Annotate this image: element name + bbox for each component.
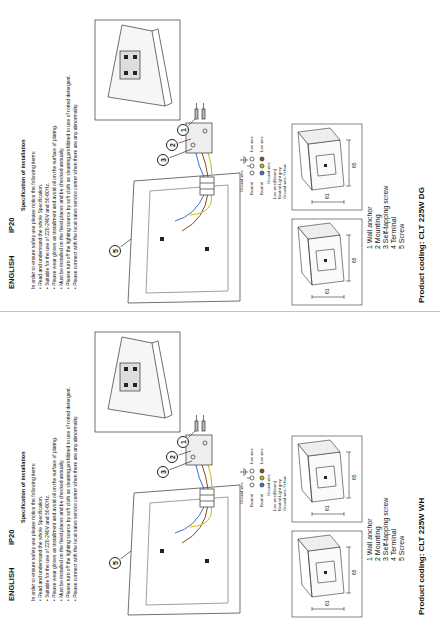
instruction-text: In order to ensure safety use please not… — [31, 463, 37, 601]
wire-colour: Neutral-Light grey — [278, 479, 282, 511]
ip-rating: IP20 — [8, 530, 16, 545]
instruction-item: • Read and understand the whole Specific… — [38, 184, 44, 289]
wire-colour: Ground wire-Yellow — [283, 164, 287, 199]
callout-circle: 1 — [177, 436, 189, 448]
callout-circle: 1 — [177, 124, 189, 136]
instruction-item: • Suitable for the use of 220-240V and 5… — [45, 183, 51, 289]
product-code: Product coding: CLT 225W DG — [418, 187, 427, 303]
dimension: 65 — [352, 474, 358, 480]
wire-label: Live wire — [260, 448, 264, 464]
wire-label: Neutral — [260, 494, 264, 507]
wire-label: Neutral — [250, 182, 254, 195]
instruction-item: • Please connect with the local sales se… — [73, 103, 79, 289]
wire-colour: Line wire(Brown) — [273, 169, 277, 199]
wire-label: Ground wire — [240, 170, 244, 192]
part-name: 2 Mounting — [374, 526, 382, 561]
section-heading: Specification of installation — [20, 451, 26, 523]
part-name: 5 Screw — [398, 224, 406, 249]
wire-label: Ground wire — [240, 482, 244, 504]
callout-number: 5 — [112, 249, 119, 253]
part-name: 1 Wall anchor — [366, 206, 374, 249]
callout-number: 1 — [180, 128, 187, 132]
instruction-text: In order to ensure safety use please not… — [31, 151, 37, 289]
section-heading: Specification of installation — [20, 139, 26, 211]
wire-label: Ground wire — [267, 474, 271, 496]
callout-circle: 2 — [166, 139, 178, 151]
dimension: 61 — [325, 505, 331, 511]
instruction-item: • Must be installed on the fixed places … — [59, 460, 65, 601]
part-name: 4 Terminal — [390, 217, 398, 249]
part-name: 4 Terminal — [390, 529, 398, 561]
callout-number: 5 — [112, 561, 119, 565]
ip-rating: IP20 — [8, 218, 16, 233]
instruction-item: • Read and understand the whole Specific… — [38, 496, 44, 601]
callout-number: 3 — [160, 470, 167, 474]
instruction-item: • Please connect with the local sales se… — [73, 415, 79, 601]
instruction-item: • Suitable for the use of 220-240V and 5… — [45, 495, 51, 601]
lamp-illustration — [95, 332, 362, 617]
dimension: 65 — [352, 162, 358, 168]
page-divider — [0, 311, 440, 312]
wire-colour: Neutral-Light grey — [278, 167, 282, 199]
wire-label: Live wire — [250, 448, 254, 464]
part-name: 3 Self-tapping screw — [382, 186, 390, 249]
wire-label: Neutral — [260, 182, 264, 195]
dimension: 61 — [325, 288, 331, 294]
instruction-sheet: ENGLISH IP20 Specification of installation… — [0, 0, 440, 311]
wire-colour: Line wire(Brown) — [273, 481, 277, 511]
dimension: 65 — [352, 569, 358, 575]
dimension: 61 — [325, 600, 331, 606]
wire-label: Live wire — [260, 136, 264, 152]
dimension: 65 — [352, 257, 358, 263]
part-name: 3 Self-tapping screw — [382, 498, 390, 561]
wire-label: Live wire — [250, 136, 254, 152]
wire-colour: Ground wire-Yellow — [283, 476, 287, 511]
callout-number: 1 — [180, 440, 187, 444]
instruction-item: • Please wear gloves as installment and … — [52, 125, 58, 289]
language-heading: ENGLISH — [8, 256, 16, 289]
language-heading: ENGLISH — [8, 568, 16, 601]
instruction-item: • Please wear gloves as installment and … — [52, 437, 58, 601]
callout-number: 2 — [169, 455, 176, 459]
part-name: 5 Screw — [398, 536, 406, 561]
dimension: 61 — [325, 193, 331, 199]
wire-label: Ground wire — [267, 162, 271, 184]
lamp-illustration — [95, 20, 362, 305]
part-name: 1 Wall anchor — [366, 518, 374, 561]
product-code: Product coding: CLT 225W WH — [418, 498, 427, 615]
instruction-sheet: ENGLISH IP20 Specification of installation… — [0, 312, 440, 623]
callout-number: 2 — [169, 143, 176, 147]
part-name: 2 Mounting — [374, 214, 382, 249]
callout-circle: 3 — [157, 466, 169, 478]
wire-label: Neutral — [250, 494, 254, 507]
instruction-item: • Please turn off the lighting source by… — [66, 75, 72, 289]
callout-circle: 5 — [109, 245, 121, 257]
instruction-item: • Must be installed on the fixed places … — [59, 148, 65, 289]
callout-circle: 3 — [157, 154, 169, 166]
callout-circle: 2 — [166, 451, 178, 463]
instruction-item: • Please turn off the lighting source by… — [66, 387, 72, 601]
callout-number: 3 — [160, 158, 167, 162]
callout-circle: 5 — [109, 557, 121, 569]
